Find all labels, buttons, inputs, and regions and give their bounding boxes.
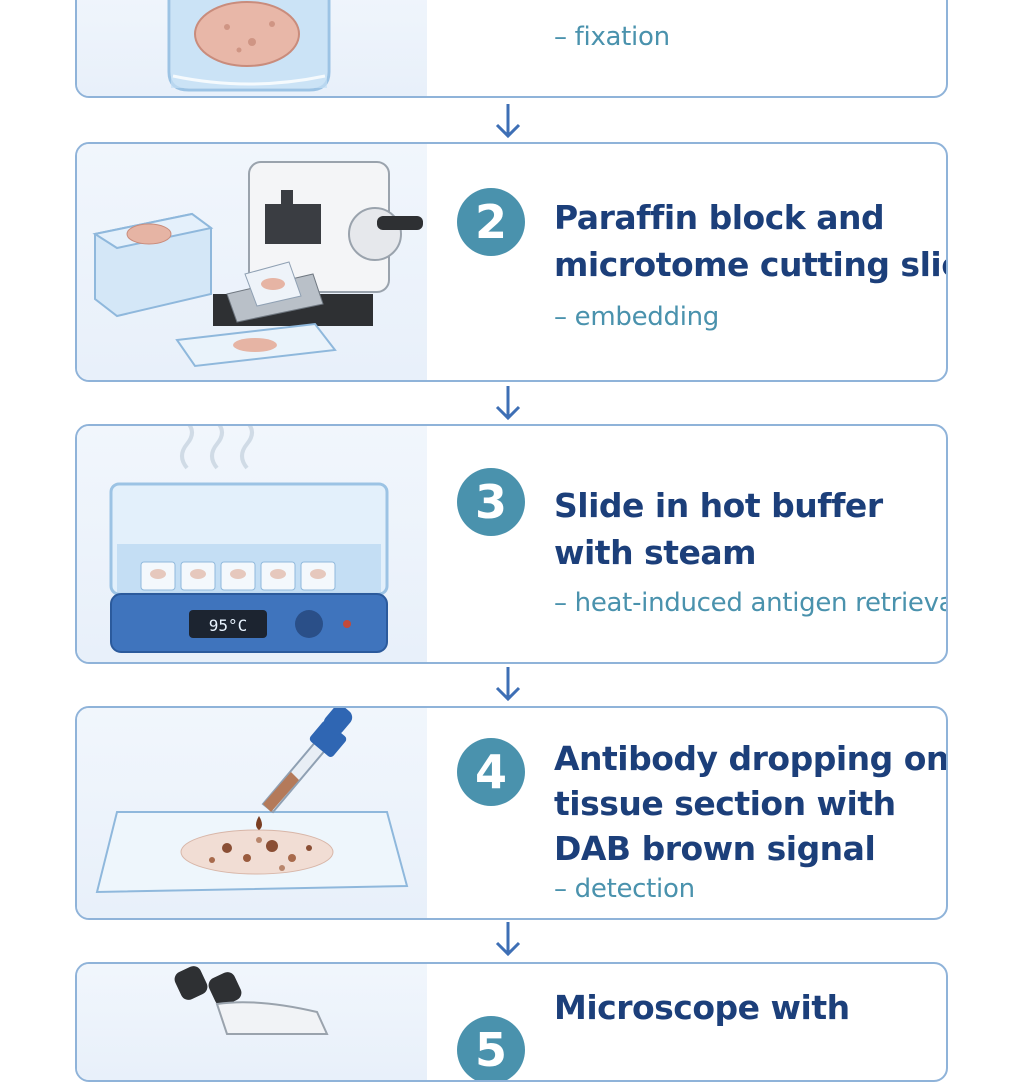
step-3-number: 3 (457, 468, 525, 536)
step-card-1: – fixation (75, 0, 948, 98)
beaker-with-tissue-icon (167, 0, 331, 92)
step-4-number: 4 (457, 738, 525, 806)
step-2-title: Paraffin block and microtome cutting sli… (554, 198, 946, 284)
microtome-icon (92, 161, 423, 368)
step-5-number: 5 (457, 1016, 525, 1080)
temperature-display: 95°C (209, 616, 248, 635)
arrow-down-icon (495, 104, 521, 139)
step-1-subtitle: – fixation (554, 22, 670, 52)
step-5-illustration (77, 964, 427, 1080)
arrow-down-icon (495, 386, 521, 421)
step-2-illustration (77, 144, 427, 380)
microscope-icon (174, 966, 329, 1035)
water-bath-icon: 95°C (109, 426, 389, 653)
step-3-subtitle: – heat-induced antigen retrieval (554, 588, 948, 618)
step-4-subtitle: – detection (554, 874, 695, 904)
step-card-3: 95°C 3 Slide in hot buffer with steam – … (75, 424, 948, 664)
step-card-2: 2 Paraffin block and microtome cutting s… (75, 142, 948, 382)
dropper-slide-icon (95, 708, 409, 894)
step-3-title: Slide in hot buffer with steam (554, 486, 883, 572)
step-1-illustration (77, 0, 427, 96)
step-3-illustration: 95°C (77, 426, 427, 662)
step-2-number: 2 (457, 188, 525, 256)
step-card-5: 5 Microscope with (75, 962, 948, 1082)
arrow-down-icon (495, 922, 521, 957)
arrow-down-icon (495, 667, 521, 702)
step-4-illustration (77, 708, 427, 918)
step-5-title: Microscope with (554, 988, 850, 1027)
step-card-4: 4 Antibody dropping on tissue section wi… (75, 706, 948, 920)
step-2-subtitle: – embedding (554, 302, 720, 332)
step-4-title: Antibody dropping on tissue section with… (554, 739, 948, 868)
